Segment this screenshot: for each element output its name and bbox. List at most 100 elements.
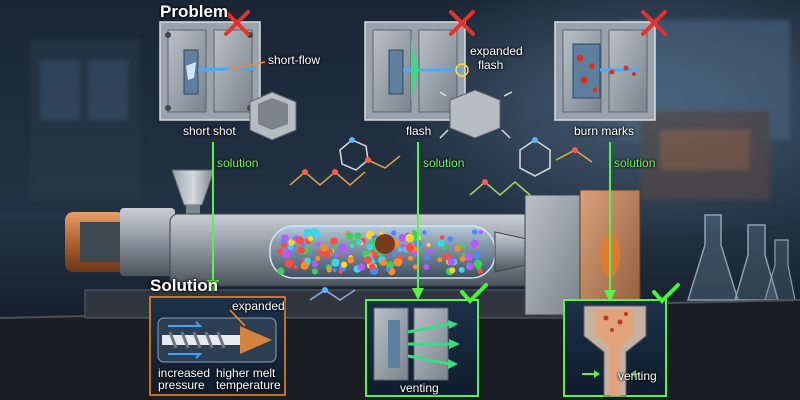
pellet (303, 228, 312, 237)
higher-melt-temperature-line2: temperature (216, 378, 281, 392)
flash-label: flash (406, 124, 432, 138)
solution-arrow-label-3: solution (614, 156, 656, 170)
solution-panel-venting-1 (365, 299, 479, 397)
pellet (349, 243, 355, 249)
pellet (323, 251, 330, 259)
pellet (380, 258, 387, 266)
pellet (332, 268, 337, 273)
pellet (315, 255, 321, 261)
pellet (347, 256, 355, 264)
flash-part (449, 89, 501, 139)
pellet (454, 245, 461, 252)
pellet (366, 243, 374, 251)
pellet (307, 236, 314, 242)
pellet (311, 268, 318, 275)
x-mark-2 (449, 10, 475, 36)
pellet (282, 250, 290, 259)
pellet (346, 232, 354, 240)
pellet (458, 266, 465, 273)
pellet (318, 250, 324, 256)
pellet (397, 247, 403, 252)
solution-heading: Solution (150, 276, 218, 295)
pellet (368, 252, 373, 256)
pellet (351, 239, 357, 245)
pellet (295, 236, 304, 245)
check-mark-1 (460, 283, 488, 304)
short-flow-callout-line (227, 61, 266, 71)
pellet (422, 230, 427, 235)
pellet (300, 242, 306, 248)
pellet (369, 263, 376, 270)
pellet (320, 244, 328, 252)
pellet (334, 253, 340, 258)
pellet (386, 261, 395, 270)
expanded-flash-label-line2: flash (478, 58, 504, 72)
pellet (424, 254, 430, 261)
pellet (459, 243, 465, 249)
pellet (447, 236, 454, 243)
pellet (357, 263, 366, 271)
pellet (316, 242, 321, 247)
pellet (437, 239, 445, 247)
x-mark-3 (641, 10, 667, 36)
expanded-flash-label-line1: expanded (470, 44, 523, 58)
x-mark-1 (224, 10, 250, 36)
pellet (470, 239, 479, 249)
pellet (447, 258, 455, 266)
pellet (427, 249, 433, 255)
pellet (443, 253, 451, 260)
pellet (337, 243, 347, 252)
higher-melt-temperature-line1: higher melt (216, 366, 276, 380)
pellet (405, 233, 415, 243)
pellet (426, 242, 431, 247)
problem-panel-short-shot (159, 21, 297, 141)
pellet (300, 261, 309, 270)
pellet (471, 229, 478, 235)
burn-particle (375, 234, 395, 254)
pellet (478, 230, 483, 235)
venting-label-2: venting (618, 369, 657, 383)
pellet (284, 259, 294, 268)
pellet (459, 256, 466, 262)
pellet (474, 253, 480, 260)
venting-label-1: venting (400, 381, 439, 395)
pellet (477, 268, 483, 274)
pellet (466, 262, 474, 271)
pellet (442, 246, 447, 251)
pellet (280, 239, 286, 245)
pellet (390, 230, 397, 236)
burn-marks-label: burn marks (574, 124, 635, 138)
pellet (364, 256, 372, 264)
pellet (398, 234, 406, 242)
pellet (386, 267, 391, 272)
pellet (408, 255, 414, 261)
solution-arrow-label-1: solution (217, 156, 259, 170)
pellet (461, 252, 466, 257)
pellet (391, 252, 397, 257)
problem-panel-flash (364, 21, 513, 139)
expanded-callout-label: expanded (232, 299, 285, 313)
motor (65, 208, 175, 276)
pellet (293, 265, 298, 270)
lab-flasks (686, 214, 796, 301)
pellet (449, 267, 456, 274)
lab-background (30, 20, 790, 200)
pellet (412, 230, 417, 235)
increased-pressure-line1: increased (158, 366, 211, 380)
pellet (437, 257, 443, 263)
pellet (297, 246, 306, 255)
pellet (474, 250, 479, 255)
pellet (354, 232, 362, 239)
problem-heading: Problem (160, 2, 229, 21)
solution-panel-venting-2 (563, 299, 667, 397)
pellet (277, 267, 285, 275)
short-shot-label: short shot (183, 124, 236, 138)
pellet (412, 264, 418, 270)
pellet (310, 228, 319, 237)
pellet (345, 250, 350, 255)
solution-panel-pressure-temperature (149, 296, 286, 396)
pellet (311, 260, 319, 268)
check-mark-2 (652, 283, 680, 304)
pellet (276, 248, 284, 255)
problem-panel-burn-marks (554, 21, 656, 121)
